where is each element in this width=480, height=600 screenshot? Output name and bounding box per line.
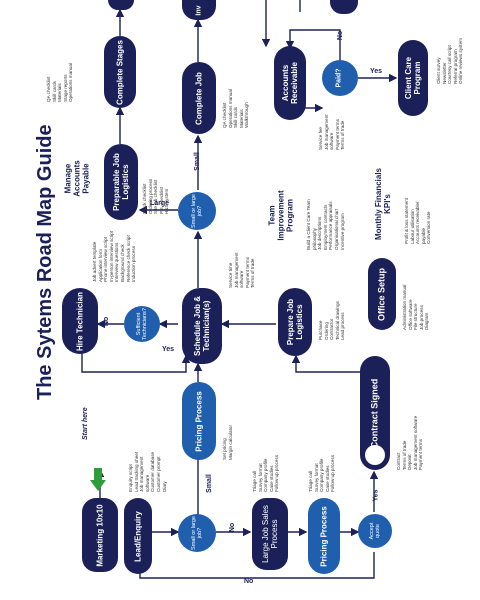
no-label-paid: No [337,30,345,41]
prepare-label: Prepare Job Logistics [286,298,304,346]
top-stub-2 [330,0,358,14]
no-label-1: No [229,522,237,533]
hire-technician-node[interactable]: Hire Technician [62,288,98,354]
no-label-bottom: No [244,578,254,585]
manage-accounts-payable-node[interactable]: Manage Accounts Payable [62,144,92,212]
complete-job-label: Complete Job [194,71,204,125]
pricing-process-top-node[interactable]: Pricing Process [182,382,216,460]
accounts-label: Accounts Receivable [281,62,299,104]
sufficient-label: Sufficient Technicians? [136,308,148,340]
small-large-decision-1[interactable]: Small or large job? [178,514,216,552]
schedule-job-node[interactable]: Schedule Job & Technician(s) [182,288,222,364]
pricing-process-bottom-node[interactable]: Pricing Process [308,498,340,574]
schedule-job-label: Schedule Job & Technician(s) [193,296,211,357]
preparable-label: Preparable Job Logistics [112,153,130,211]
office-label: Office Setup [376,267,387,321]
team-improvement-node[interactable]: Team Improvement Program [264,178,298,252]
paid-label: Paid? [336,68,343,88]
lead-enquiry-label: Lead/Enquiry [133,510,143,562]
manage-ap-label: Manage Accounts Payable [63,159,91,197]
large-label-2: Large [150,200,170,207]
team-label: Team Improvement Program [267,189,295,241]
large-job-sales-node[interactable]: Large Job Sales Process [252,498,288,570]
small-large-1-label: Small or large job? [191,516,203,550]
paid-decision[interactable]: Paid? [322,60,358,96]
page-title: The Sytems Road Map Guide [34,124,56,400]
small-label-1: Small [205,474,213,493]
complete-stages-node[interactable]: Complete Stages [104,36,136,108]
no-label-hire: No [103,316,111,327]
sufficient-techs-decision[interactable]: Sufficient Technicians? [124,306,160,342]
hire-label: Hire Technician [75,291,85,351]
accept-quote-decision[interactable]: Accept quote [358,514,392,548]
yes-label-1: Yes [372,489,380,502]
monthly-label: Monthly Financials KPI's [374,167,392,240]
client-care-node[interactable]: Client Care Program [398,40,428,116]
marketing-node[interactable]: Marketing 10x10 [82,498,118,572]
contract-circle-icon [365,445,385,465]
pricing-top-label: Pricing Process [194,390,204,452]
lead-enquiry-node[interactable]: Lead/Enquiry [124,498,152,574]
yes-label-schedule: Yes [162,346,175,353]
yes-label-paid: Yes [370,68,383,75]
office-setup-node[interactable]: Office Setup [368,258,396,330]
small-large-decision-2[interactable]: Small or large job? [178,192,216,230]
start-here-label: Start here [82,407,89,440]
small-large-2-label: Small or large job? [191,194,203,228]
start-arrow-icon [90,468,106,491]
monthly-financials-node[interactable]: Monthly Financials KPI's [368,166,398,242]
preparable-job-logistics-node[interactable]: Preparable Job Logistics [104,144,138,220]
prepare-job-logistics-node[interactable]: Prepare Job Logistics [278,288,312,356]
accounts-receivable-node[interactable]: Accounts Receivable [274,46,306,120]
complete-stages-label: Complete Stages [115,39,125,105]
complete-job-node[interactable]: Complete Job [182,62,216,134]
accept-quote-label: Accept quote [369,522,381,540]
inv-node[interactable]: Inv [182,0,216,20]
large-job-label: Large Job Sales Process [261,505,279,563]
client-care-label: Client Care Program [404,56,422,100]
pricing-bottom-label: Pricing Process [319,505,329,567]
top-stub-1 [108,0,134,10]
inv-label: Inv [195,4,203,16]
small-label-2: Small [193,152,201,171]
marketing-label: Marketing 10x10 [95,503,105,567]
